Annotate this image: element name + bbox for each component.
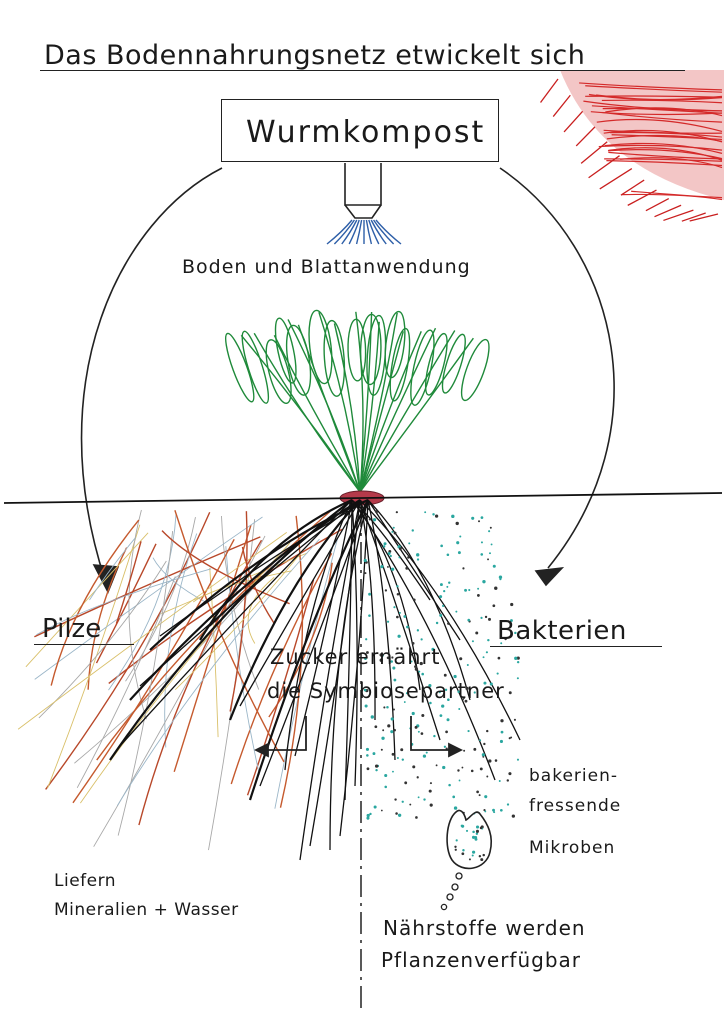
plant-roots (109, 498, 521, 861)
fungi-underline (34, 644, 134, 645)
arrow-left-small (253, 716, 307, 758)
fungi-heading: Pilze (42, 614, 102, 644)
center-note-line2: die Symbiosepartner (267, 679, 505, 703)
result-note-line1: Nährstoffe werden (383, 916, 586, 940)
soil-surface-line (3, 492, 723, 504)
diagram-title: Das Bodennahrungsnetz etwickelt sich (44, 40, 586, 71)
nozzle-icon (344, 163, 382, 219)
microbe-icon (446, 809, 493, 870)
bacteria-heading: Bakterien (497, 616, 627, 646)
application-label: Boden und Blattanwendung (182, 256, 471, 278)
compost-box (221, 99, 499, 162)
bacteria-underline (490, 646, 662, 647)
bacteria-note-line1: bakerien- (529, 766, 618, 786)
fungi-note-line1: Liefern (54, 871, 117, 891)
arrow-to-fungi (80, 167, 223, 594)
spray-icon (326, 219, 402, 245)
result-note-line2: Pflanzenverfügbar (381, 948, 582, 972)
compost-box-label: Wurmkompost (246, 115, 486, 150)
center-note-line1: Zucker ernährt (270, 645, 441, 669)
plant-leaves (225, 309, 490, 493)
fungi-note-line2: Mineralien + Wasser (54, 900, 239, 920)
arrow-to-bacteria (499, 167, 615, 587)
bacteria-note-line2: fressende (529, 796, 622, 816)
bacteria-dots (363, 510, 520, 820)
nutrient-bubbles-icon (440, 872, 463, 911)
title-underline (40, 70, 685, 71)
arrow-right-small (410, 716, 464, 758)
bacteria-note-line3: Mikroben (529, 838, 616, 858)
sun-icon (540, 70, 724, 222)
